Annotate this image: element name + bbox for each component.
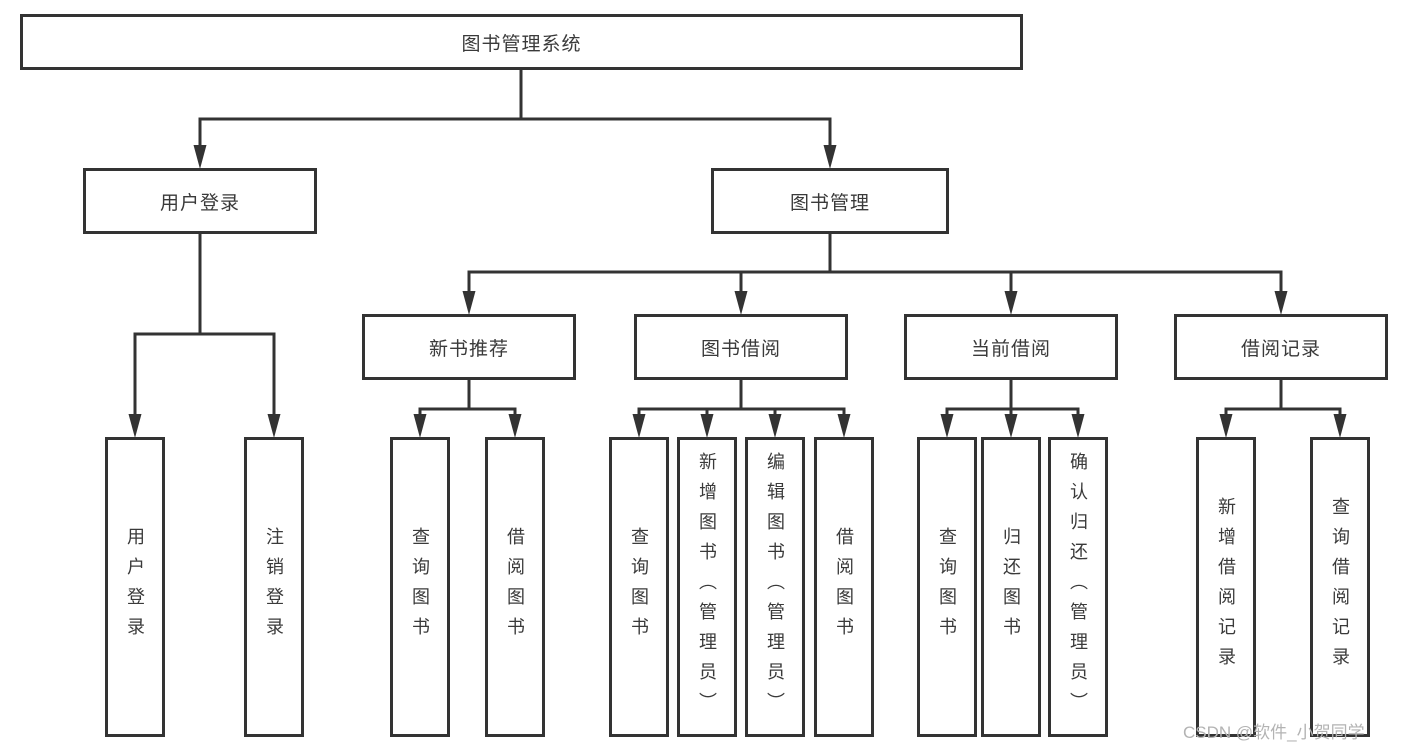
node-root: 图书管理系统 [20,14,1023,70]
node-book-management-label: 图书管理 [789,192,870,214]
leaf-edit-books-admin-label: 编辑图书（管理员） [765,452,785,722]
leaf-recommend-query-books: 查询图书 [390,437,450,737]
leaf-borrow-books: 借阅图书 [814,437,874,737]
leaf-add-borrow-record: 新增借阅记录 [1196,437,1256,737]
node-book-borrow: 图书借阅 [634,314,848,380]
leaf-query-borrow-record-label: 查询借阅记录 [1330,497,1350,677]
leaf-borrow-books-label: 借阅图书 [834,527,854,647]
leaf-add-books-admin-label: 新增图书（管理员） [697,452,717,722]
leaf-user-login: 用户登录 [105,437,165,737]
leaf-current-query-books: 查询图书 [917,437,977,737]
leaf-current-query-books-label: 查询图书 [937,527,957,647]
node-current-borrow: 当前借阅 [904,314,1118,380]
csdn-watermark: CSDN @软件_小贺同学 [1183,723,1365,742]
leaf-query-borrow-record: 查询借阅记录 [1310,437,1370,737]
node-user-login: 用户登录 [83,168,317,234]
leaf-borrow-query-books: 查询图书 [609,437,669,737]
leaf-borrow-query-books-label: 查询图书 [629,527,649,647]
leaf-edit-books-admin: 编辑图书（管理员） [745,437,805,737]
node-current-borrow-label: 当前借阅 [970,338,1051,360]
leaf-add-borrow-record-label: 新增借阅记录 [1216,497,1236,677]
leaf-recommend-borrow-books: 借阅图书 [485,437,545,737]
node-new-book-recommend: 新书推荐 [362,314,576,380]
leaf-confirm-return-admin: 确认归还（管理员） [1048,437,1108,737]
leaf-return-books-label: 归还图书 [1001,527,1021,647]
leaf-recommend-borrow-books-label: 借阅图书 [505,527,525,647]
leaf-logout: 注销登录 [244,437,304,737]
leaf-recommend-query-books-label: 查询图书 [410,527,430,647]
node-book-borrow-label: 图书借阅 [700,338,781,360]
node-borrow-records-label: 借阅记录 [1240,338,1321,360]
leaf-return-books: 归还图书 [981,437,1041,737]
node-book-management: 图书管理 [711,168,949,234]
node-borrow-records: 借阅记录 [1174,314,1388,380]
leaf-confirm-return-admin-label: 确认归还（管理员） [1068,452,1088,722]
leaf-add-books-admin: 新增图书（管理员） [677,437,737,737]
node-root-label: 图书管理系统 [461,33,582,55]
leaf-logout-label: 注销登录 [264,527,284,647]
node-user-login-label: 用户登录 [159,192,240,214]
node-new-book-recommend-label: 新书推荐 [428,338,509,360]
leaf-user-login-label: 用户登录 [125,527,145,647]
